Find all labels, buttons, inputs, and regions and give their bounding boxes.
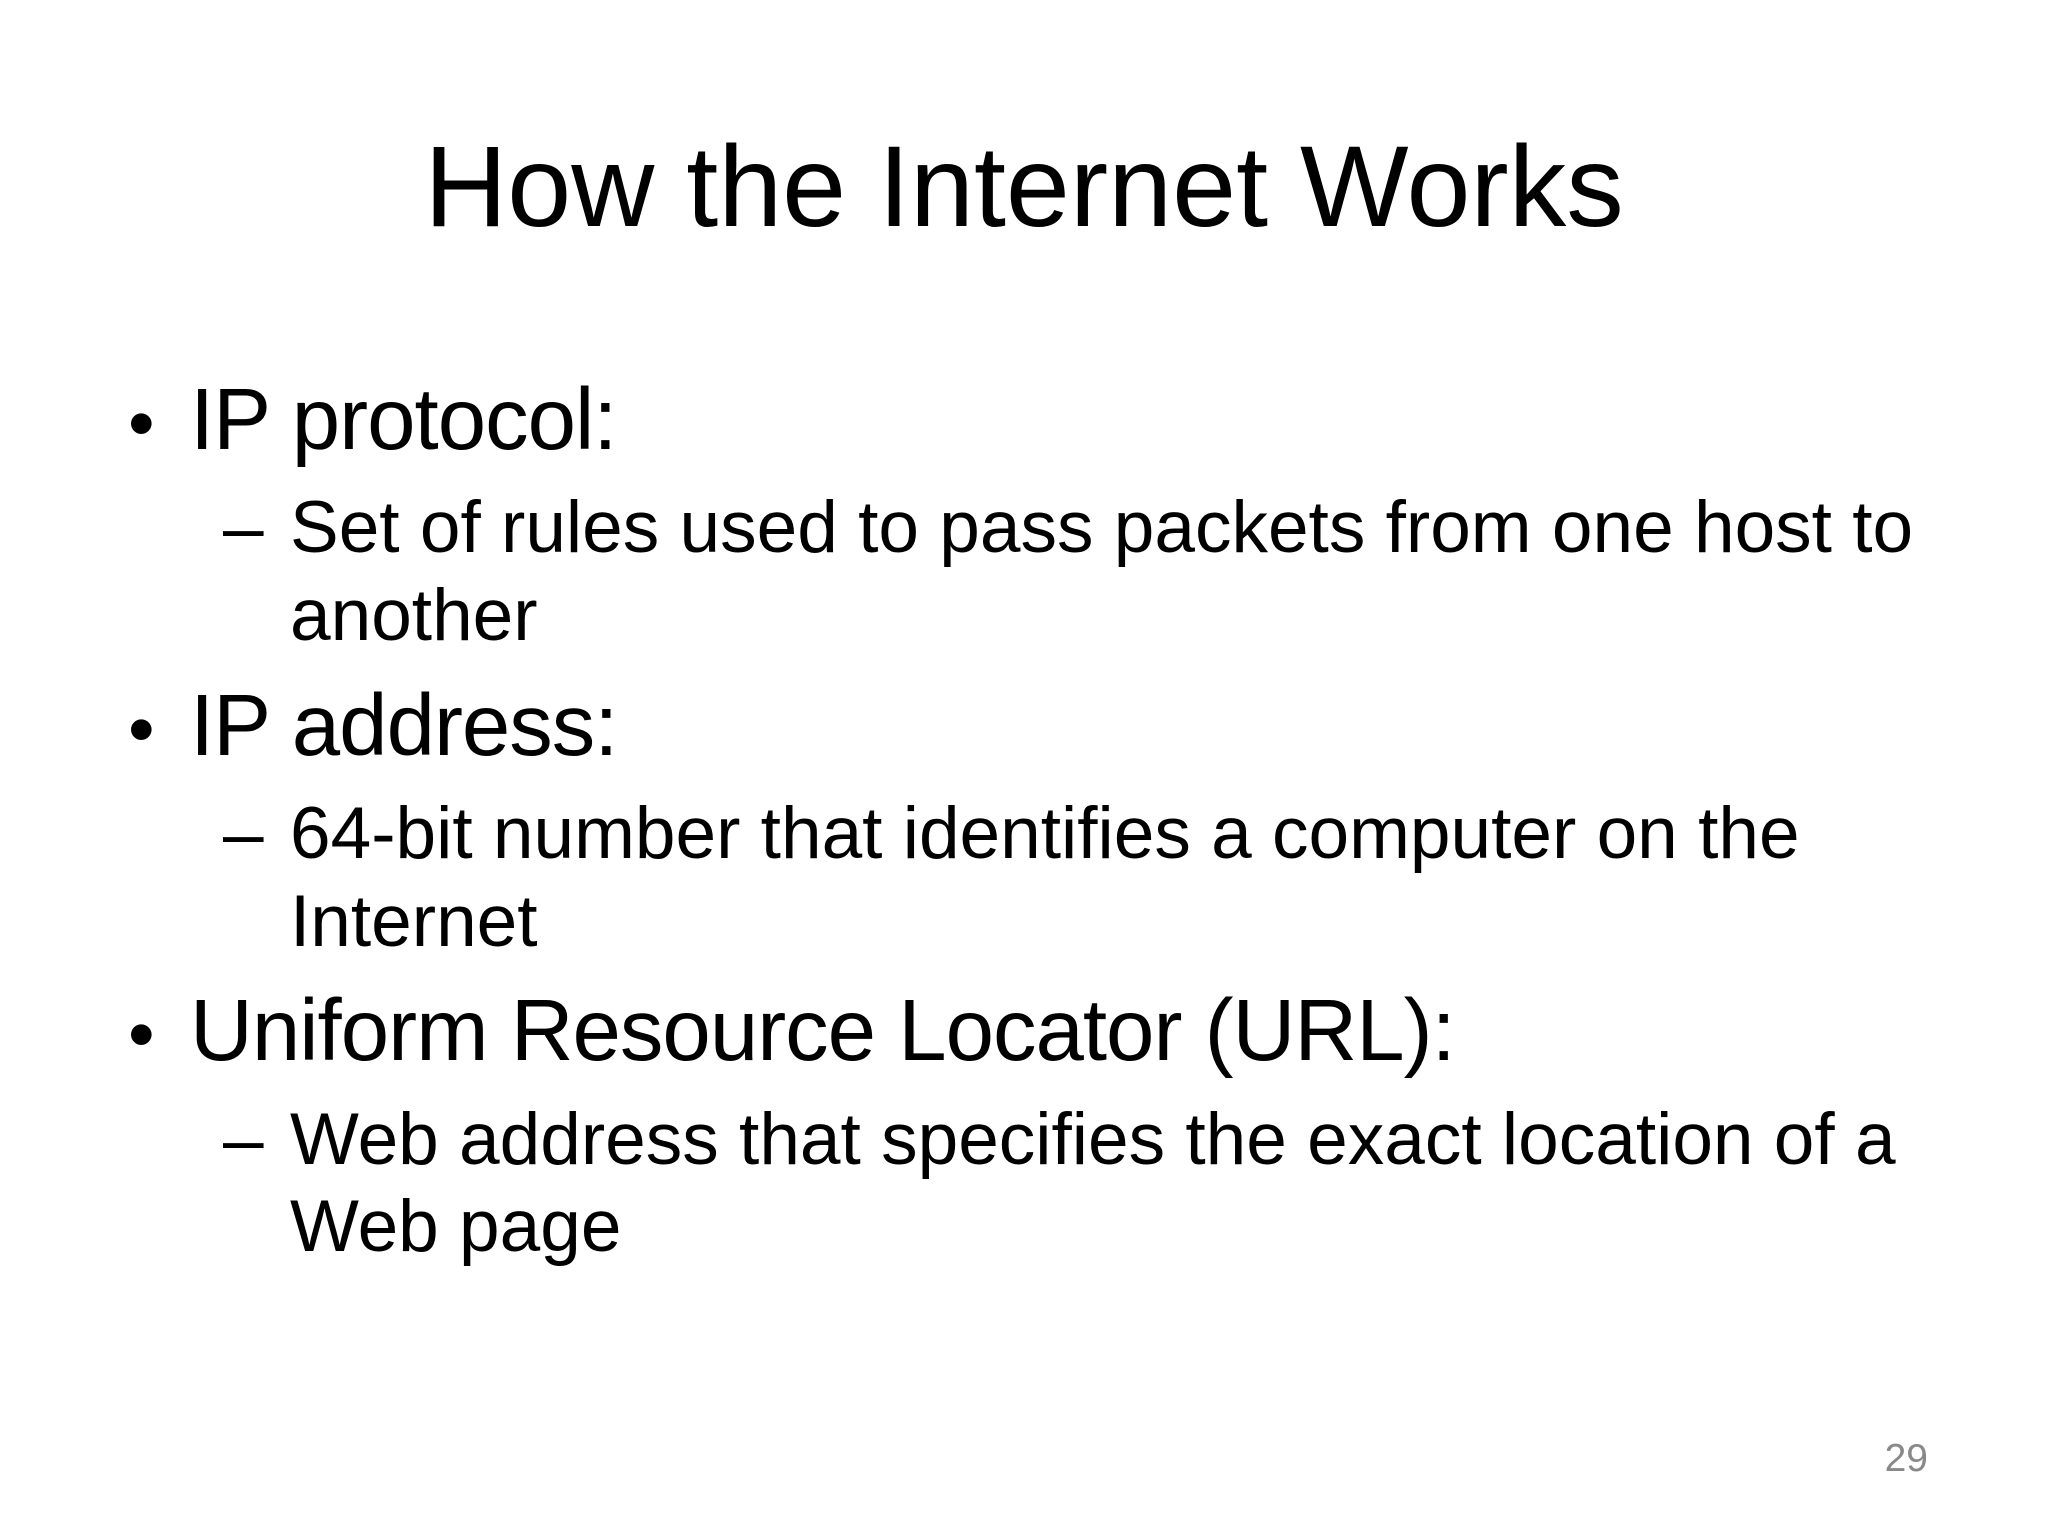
slide-title: How the Internet Works xyxy=(424,123,1624,251)
bullet-group-ip-protocol: • IP protocol: – Set of rules used to pa… xyxy=(128,368,1968,660)
bullet-label: IP protocol: xyxy=(190,371,617,468)
bullet-icon: • xyxy=(128,381,155,466)
slide-body: • IP protocol: – Set of rules used to pa… xyxy=(128,368,1968,1285)
bullet-group-ip-address: • IP address: – 64-bit number that ident… xyxy=(128,674,1968,966)
bullet-icon: • xyxy=(128,992,155,1078)
sub-bullet-text: Web address that specifies the exact loc… xyxy=(290,1098,1896,1268)
bullet-icon: • xyxy=(128,686,155,772)
sub-bullet-text: Set of rules used to pass packets from o… xyxy=(290,487,1914,656)
page-number: 29 xyxy=(1884,1437,1928,1480)
bullet-item: • IP protocol: xyxy=(128,368,1968,472)
bullet-label: Uniform Resource Locator (URL): xyxy=(190,982,1456,1080)
sub-bullet-item: – Web address that specifies the exact l… xyxy=(223,1096,1968,1271)
sub-bullet-item: – 64-bit number that identifies a comput… xyxy=(223,790,1968,965)
sub-bullet-item: – Set of rules used to pass packets from… xyxy=(223,484,1968,659)
bullet-item: • Uniform Resource Locator (URL): xyxy=(128,979,1968,1083)
bullet-item: • IP address: xyxy=(128,674,1968,778)
dash-icon: – xyxy=(223,792,264,874)
bullet-group-url: • Uniform Resource Locator (URL): – Web … xyxy=(128,979,1968,1271)
bullet-label: IP address: xyxy=(190,676,618,774)
dash-icon: – xyxy=(223,487,264,569)
dash-icon: – xyxy=(223,1098,264,1180)
sub-bullet-text: 64-bit number that identifies a computer… xyxy=(290,792,1800,962)
